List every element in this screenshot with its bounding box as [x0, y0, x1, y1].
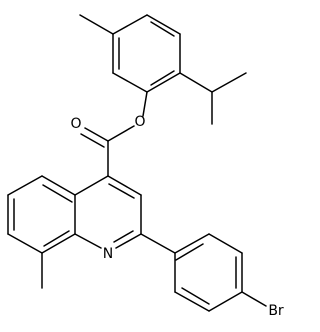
bond [208, 291, 243, 312]
molecule-structure-diagram: O O N Br [7, 14, 284, 319]
bond [175, 243, 204, 261]
bond [43, 230, 70, 247]
bond [108, 183, 135, 199]
bond [112, 72, 148, 93]
bond [115, 233, 142, 249]
bond [241, 291, 267, 307]
bond [7, 175, 43, 196]
bond [150, 21, 175, 37]
bond [113, 230, 134, 243]
bond [41, 233, 76, 254]
bond [174, 291, 210, 312]
bond [112, 14, 148, 35]
atom-labels: O O N Br [70, 114, 283, 319]
bond [181, 287, 210, 305]
bond [80, 133, 105, 148]
bond [74, 233, 102, 249]
carbonyl-oxygen-label: O [70, 116, 81, 132]
ring-nitrogen-label: N [103, 246, 113, 262]
bond [146, 14, 181, 35]
bromine-label: Br [268, 303, 284, 319]
bond [208, 233, 243, 254]
bond [211, 72, 247, 93]
bond [174, 233, 210, 254]
bond-lines [7, 14, 267, 312]
bond [107, 175, 142, 196]
bond [179, 72, 213, 93]
bond [140, 233, 176, 254]
bond [74, 175, 109, 196]
bond [79, 14, 114, 35]
bond [84, 127, 109, 142]
bond [107, 125, 135, 142]
ester-oxygen-label: O [134, 114, 145, 130]
bond [42, 184, 73, 203]
bond [41, 175, 76, 196]
bond [142, 91, 148, 117]
bond [146, 72, 181, 93]
bond [7, 233, 43, 254]
bond [150, 70, 175, 86]
